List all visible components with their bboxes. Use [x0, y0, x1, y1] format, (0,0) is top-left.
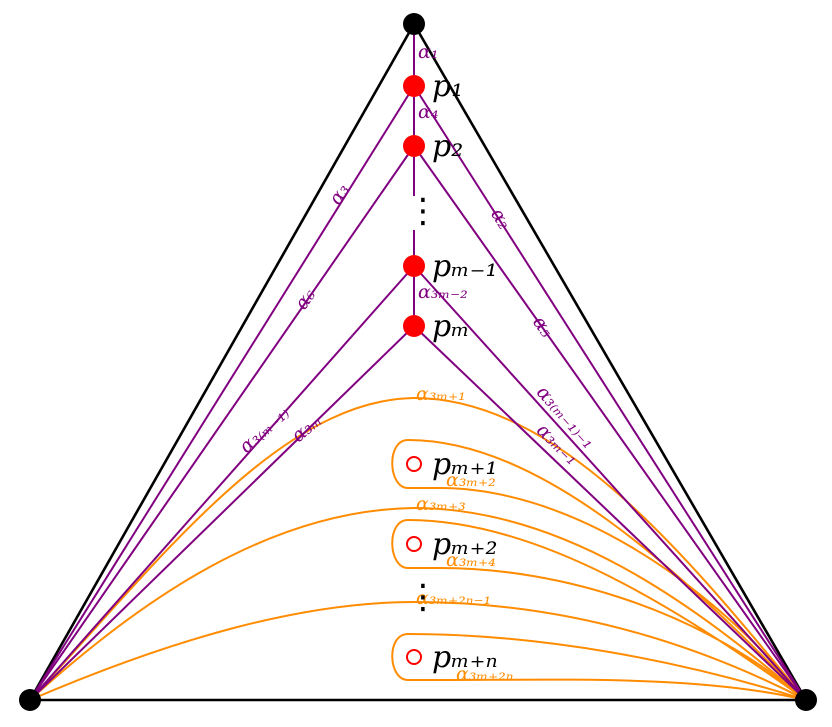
right-edge: [412, 23, 808, 701]
label-alpha-3m: α₃ₘ: [287, 409, 326, 446]
label-pm-plus-1: pₘ₊₁: [432, 447, 497, 482]
orange-arc-3m-plus-1: [29, 396, 807, 701]
vertices: [19, 13, 817, 711]
label-alpha-3m-plus-2: α₃ₘ₊₂: [446, 469, 496, 491]
label-alpha-5: α₅: [528, 312, 558, 342]
point-pm-minus-1: [403, 255, 425, 277]
purple-curve-alpha-3m: [29, 325, 415, 701]
label-alpha-4: α₄: [418, 101, 438, 123]
orange-curves: [29, 396, 807, 701]
label-pm-minus-1: pₘ₋₁: [432, 249, 497, 284]
purple-curve-alpha-5: [413, 145, 807, 701]
red-points: [403, 75, 425, 337]
left-edge: [28, 23, 416, 701]
vertical-dots-purple: ⋮: [406, 191, 440, 231]
orange-loop-1: [391, 438, 807, 701]
label-alpha-3: α₃: [325, 180, 354, 209]
purple-curve-alpha-3m-1: [29, 265, 415, 701]
vertex-bottom-right: [795, 689, 817, 711]
purple-curve-alpha-6: [29, 145, 415, 701]
vertex-bottom-left: [19, 689, 41, 711]
label-pm: pₘ: [432, 309, 470, 344]
label-alpha-3m-plus-2n: α₃ₘ₊₂ₙ: [456, 663, 513, 685]
vertex-top: [403, 13, 425, 35]
label-alpha-3m-minus-2: α₃ₘ₋₂: [418, 281, 468, 303]
point-pm-plus-n: [406, 649, 422, 665]
purple-curve-alpha-3m-1-1: [413, 265, 807, 701]
point-pm-plus-1: [406, 456, 422, 472]
vertical-dots-orange: ⋮: [406, 577, 440, 617]
point-pm: [403, 315, 425, 337]
orange-loop-n: [391, 632, 807, 701]
label-pm-plus-n: pₘ₊ₙ: [432, 640, 498, 675]
label-alpha-3m-plus-2n-minus-1: α₃ₘ₊₂ₙ₋₁: [416, 587, 491, 609]
point-labels: p₁ p₂ pₘ₋₁ pₘ pₘ₊₁ pₘ₊₂ pₘ₊ₙ: [432, 69, 498, 675]
point-p1: [403, 75, 425, 97]
label-alpha-3-m-minus-1: α₃₍ₘ₋₁₎: [235, 402, 294, 458]
label-alpha-3m-plus-4: α₃ₘ₊₄: [446, 549, 496, 571]
orange-arc-3m-plus-2n-minus-1: [29, 600, 807, 701]
orange-arc-3m-plus-3: [29, 506, 807, 701]
purple-curve-alpha-3m-minus-1: [413, 325, 807, 701]
label-alpha-3m-plus-3: α₃ₘ₊₃: [416, 493, 466, 515]
label-p1: p₁: [432, 69, 463, 104]
label-p2: p₂: [432, 129, 463, 164]
hollow-points: [406, 456, 422, 665]
orange-labels: α₃ₘ₊₁ α₃ₘ₊₂ α₃ₘ₊₃ α₃ₘ₊₄ α₃ₘ₊₂ₙ₋₁ α₃ₘ₊₂ₙ: [416, 383, 513, 685]
purple-curve-alpha-3: [29, 85, 415, 701]
triangle-outline: [28, 23, 808, 702]
label-pm-plus-2: pₘ₊₂: [432, 527, 497, 562]
label-alpha-1: α₁: [418, 41, 438, 63]
orange-loop-2: [391, 518, 807, 701]
purple-curves: [29, 24, 807, 701]
point-pm-plus-2: [406, 536, 422, 552]
purple-curve-alpha-2: [413, 85, 807, 701]
point-p2: [403, 135, 425, 157]
label-alpha-3m-plus-1: α₃ₘ₊₁: [416, 383, 466, 405]
label-alpha-2: α₂: [486, 204, 515, 233]
